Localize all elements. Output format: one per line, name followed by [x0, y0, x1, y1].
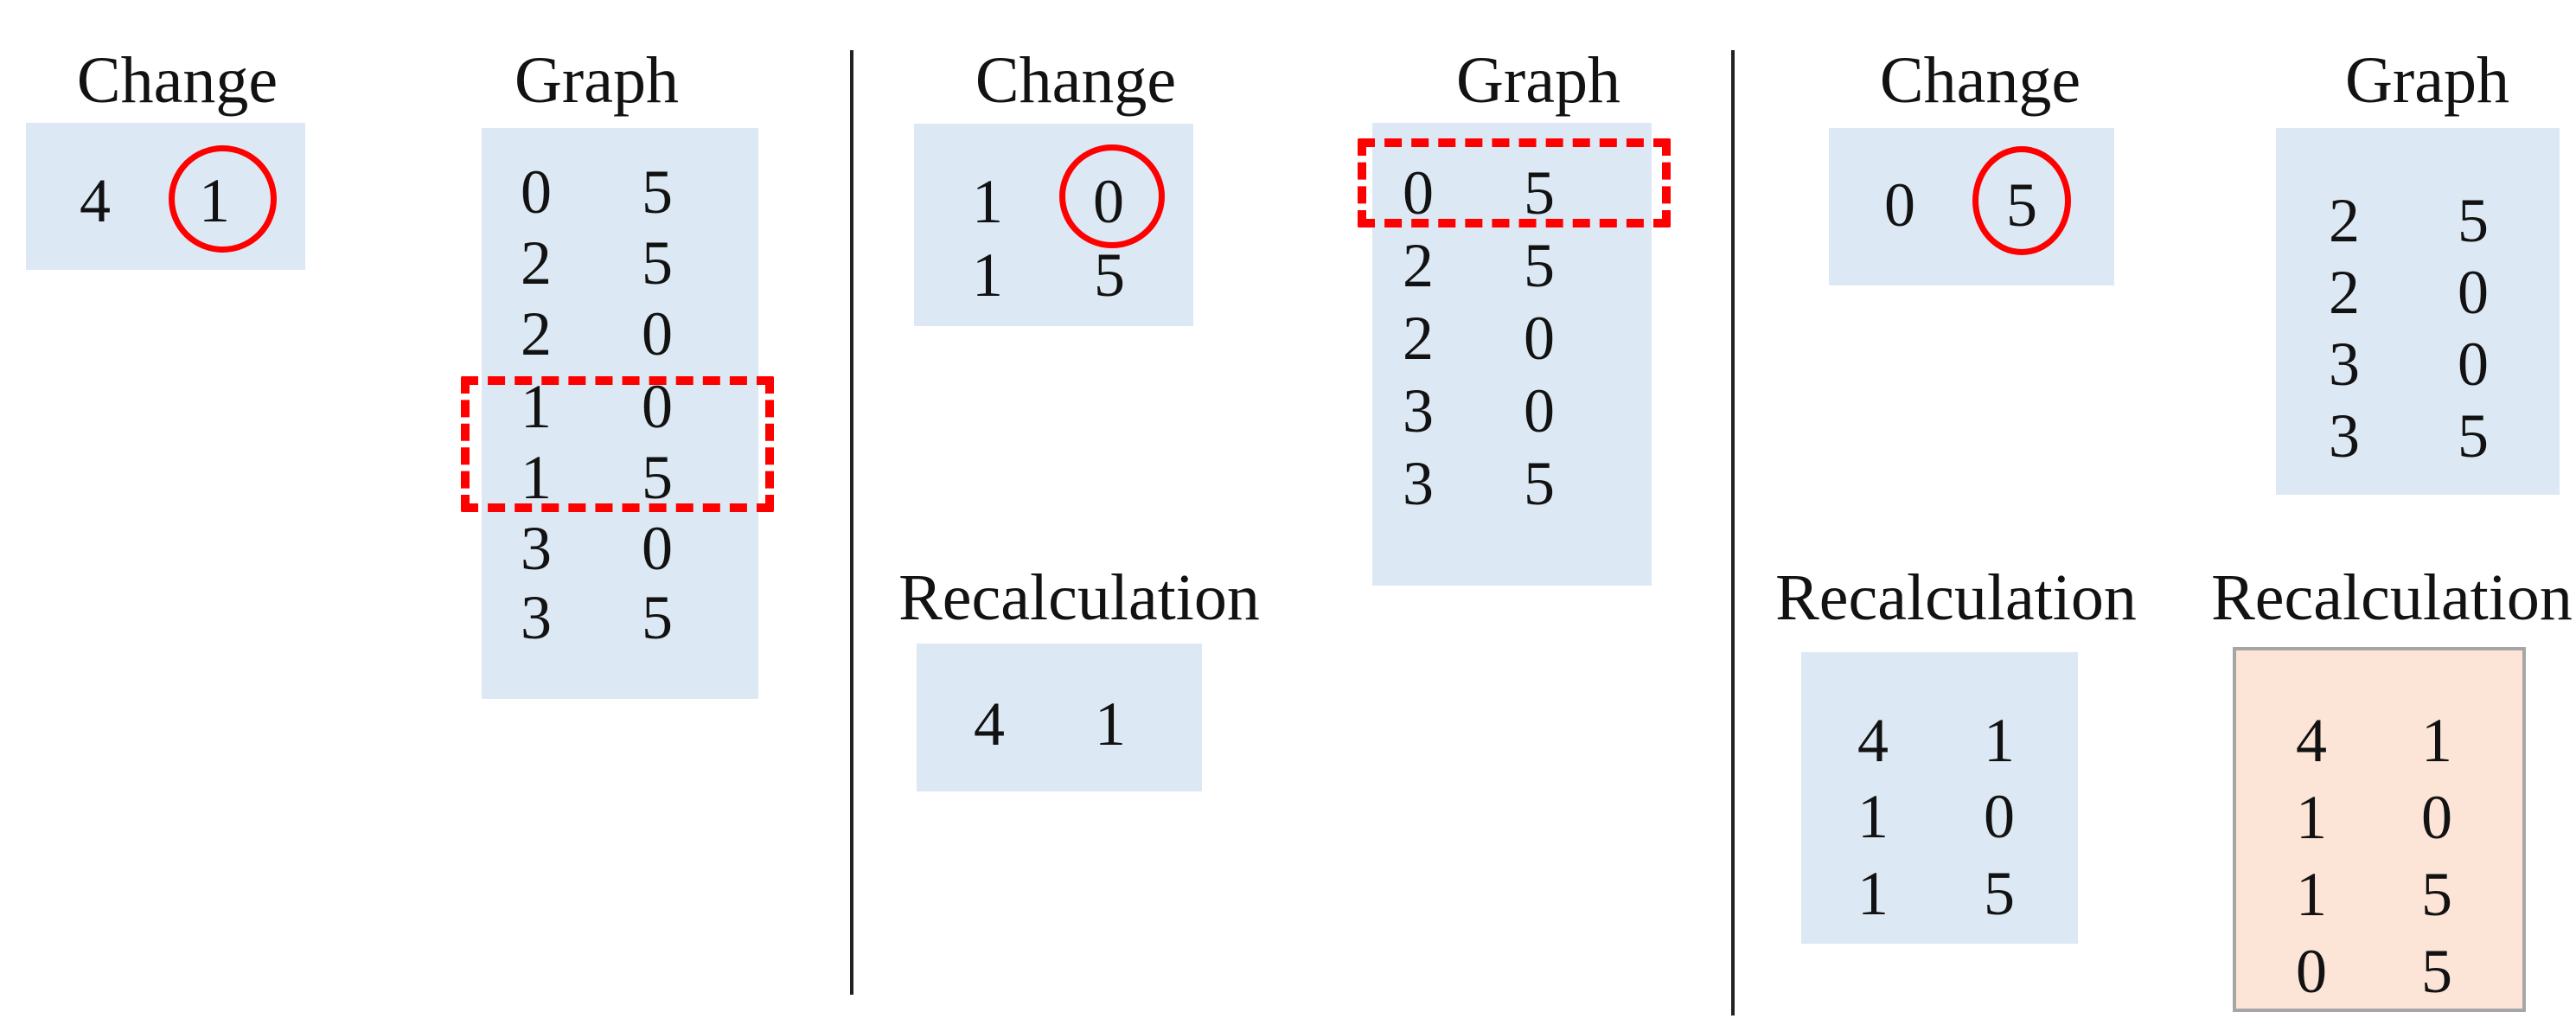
- table-cell: 0: [1403, 158, 1434, 227]
- panel3-graph-box: 2 5 2 0 3 0 3 5: [2276, 128, 2560, 495]
- table-cell: 3: [1403, 449, 1434, 518]
- table-cell: 0: [2421, 783, 2452, 852]
- table-cell: 5: [1524, 449, 1555, 518]
- table-cell: 3: [2329, 330, 2360, 399]
- panel1-change-title: Change: [76, 44, 278, 117]
- table-cell: 1: [521, 372, 552, 441]
- table-cell: 0: [2296, 937, 2327, 1006]
- table-cell: 1: [1984, 706, 2015, 775]
- divider-line: [1731, 50, 1735, 1015]
- table-cell: 5: [642, 443, 673, 512]
- table-cell: 2: [2329, 258, 2360, 327]
- table-cell: 1: [1857, 782, 1889, 851]
- panel3-recalculation-final-box: 4 1 1 0 1 5 0 5: [2233, 647, 2526, 1012]
- table-cell: 0: [2458, 258, 2489, 327]
- panel3-change-title: Change: [1879, 44, 2081, 117]
- panel2-recalculation-title: Recalculation: [898, 561, 1260, 634]
- panel2-recalculation-box: 4 1: [917, 644, 1202, 791]
- table-cell: 5: [642, 228, 673, 298]
- table-cell: 3: [1403, 376, 1434, 445]
- panel3-recalculation-box: 4 1 1 0 1 5: [1801, 652, 2078, 944]
- table-cell: 0: [521, 157, 552, 227]
- table-cell: 2: [1403, 231, 1434, 300]
- table-cell: 3: [521, 514, 552, 583]
- table-cell: 1: [1857, 859, 1889, 928]
- red-circle-annotation: [1059, 144, 1165, 248]
- table-cell: 5: [642, 157, 673, 227]
- table-cell: 1: [2421, 706, 2452, 775]
- table-cell: 3: [521, 583, 552, 652]
- panel2-graph-box: 0 5 2 5 2 0 3 0 3 5: [1372, 123, 1652, 586]
- panel1-change-box: 4 1: [26, 123, 305, 270]
- red-circle-annotation: [1972, 146, 2071, 255]
- table-cell: 0: [642, 514, 673, 583]
- panel3-recalculation-title: Recalculation: [1775, 561, 2137, 634]
- table-cell: 1: [521, 443, 552, 512]
- table-cell: 5: [642, 583, 673, 652]
- red-dashed-rect-annotation: [461, 376, 774, 512]
- table-cell: 4: [974, 689, 1005, 759]
- table-cell: 1: [2296, 860, 2327, 929]
- table-cell: 0: [1524, 304, 1555, 373]
- panel1-graph-title: Graph: [515, 44, 679, 117]
- red-dashed-rect-annotation: [1358, 138, 1671, 227]
- table-cell: 0: [1984, 782, 2015, 851]
- table-cell: 3: [2329, 401, 2360, 471]
- divider-line: [850, 50, 853, 995]
- table-cell: 5: [1524, 231, 1555, 300]
- panel2-change-box: 1 0 1 5: [914, 124, 1193, 326]
- table-cell: 5: [1524, 158, 1555, 227]
- table-cell: 1: [972, 167, 1003, 236]
- table-cell: 2: [521, 299, 552, 368]
- panel2-graph-title: Graph: [1456, 44, 1620, 117]
- table-cell: 5: [2421, 937, 2452, 1006]
- table-cell: 5: [2421, 860, 2452, 929]
- table-cell: 1: [972, 240, 1003, 310]
- table-cell: 4: [2296, 706, 2327, 775]
- table-cell: 1: [1095, 689, 1126, 759]
- table-cell: 0: [642, 299, 673, 368]
- table-cell: 0: [1524, 376, 1555, 445]
- red-circle-annotation: [169, 145, 277, 253]
- panel3-recalculation-final-title: Recalculation: [2211, 561, 2573, 634]
- table-cell: 4: [1857, 706, 1889, 775]
- table-cell: 5: [1984, 859, 2015, 928]
- table-cell: 4: [80, 166, 111, 235]
- panel3-change-box: 0 5: [1829, 128, 2114, 285]
- table-cell: 5: [2458, 401, 2489, 471]
- table-cell: 1: [2296, 783, 2327, 852]
- panel2-change-title: Change: [975, 44, 1177, 117]
- table-cell: 0: [1884, 170, 1915, 240]
- table-cell: 5: [2458, 186, 2489, 255]
- table-cell: 5: [1094, 240, 1125, 310]
- table-cell: 2: [521, 228, 552, 298]
- table-cell: 0: [2458, 330, 2489, 399]
- panel3-graph-title: Graph: [2345, 44, 2509, 117]
- table-cell: 2: [1403, 304, 1434, 373]
- table-cell: 0: [642, 372, 673, 441]
- table-cell: 2: [2329, 186, 2360, 255]
- panel1-graph-box: 0 5 2 5 2 0 1 0 1 5 3 0 3 5: [482, 128, 758, 699]
